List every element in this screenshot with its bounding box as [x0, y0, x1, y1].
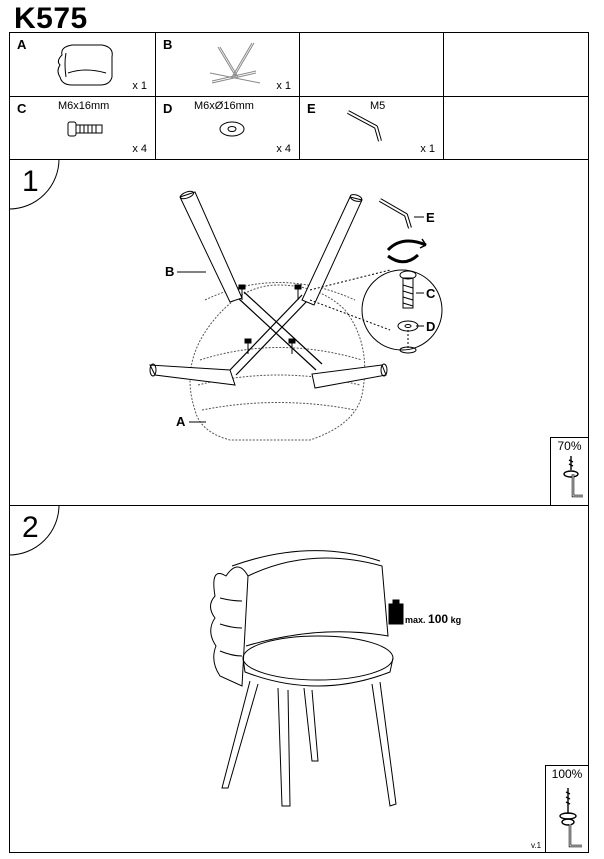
weight-icon — [388, 603, 404, 625]
step-2-panel: 2 max. 100 kg 100% — [8, 504, 589, 853]
part-letter: D — [163, 101, 173, 116]
screw-tighten-icon — [559, 788, 582, 848]
max-value: 100 — [428, 612, 449, 626]
screw-tighten-icon — [563, 456, 583, 498]
seat-outline — [189, 284, 366, 441]
max-prefix: max. — [405, 615, 426, 625]
part-cell-a: A x 1 — [10, 33, 156, 97]
part-cell-b: B x 1 — [156, 33, 300, 97]
part-cell-empty-2 — [444, 33, 588, 97]
assembled-chair-illustration — [210, 550, 404, 807]
part-letter: A — [17, 37, 27, 52]
part-qty: x 1 — [132, 80, 147, 92]
washer-icon — [219, 121, 245, 137]
seat-icon — [57, 44, 113, 86]
step-number: 1 — [22, 165, 39, 198]
bolt-icon — [67, 121, 103, 137]
tighten-indicator-100: 100% — [545, 765, 589, 853]
step-number-arc — [8, 158, 60, 210]
tighten-percent: 70% — [557, 439, 582, 453]
callout-bolt: C — [426, 286, 436, 301]
part-cell-d: D M6xØ16mm x 4 — [156, 97, 300, 160]
callout-seat: A — [176, 414, 186, 429]
max-load-label: max. 100 kg — [405, 612, 461, 626]
assembly-diagram-step-1: B A E C D — [149, 190, 443, 441]
allen-key-icon — [347, 110, 382, 142]
part-letter: E — [307, 101, 316, 116]
step-1-panel: 1 — [8, 158, 589, 506]
part-letter: C — [17, 101, 27, 116]
part-qty: x 1 — [276, 80, 291, 92]
tighten-percent: 100% — [551, 767, 583, 781]
step-number-arc — [8, 504, 60, 556]
part-letter: B — [163, 37, 173, 52]
tighten-indicator-70: 70% — [550, 437, 589, 506]
zoom-circle — [361, 269, 443, 351]
part-qty: x 4 — [276, 143, 291, 155]
leg-frame-icon — [209, 42, 261, 84]
part-qty: x 4 — [132, 143, 147, 155]
part-cell-empty-1 — [300, 33, 444, 97]
part-qty: x 1 — [420, 143, 435, 155]
part-cell-empty-3 — [444, 97, 588, 160]
callout-key: E — [426, 210, 435, 225]
callout-legs: B — [165, 264, 174, 279]
step-number: 2 — [22, 511, 39, 544]
part-spec: M6x16mm — [58, 100, 110, 112]
part-cell-e: E M5 x 1 — [300, 97, 444, 160]
callout-washer: D — [426, 319, 435, 334]
part-spec: M6xØ16mm — [194, 100, 254, 112]
part-spec: M5 — [370, 100, 386, 112]
model-title: K575 — [14, 2, 88, 35]
max-unit: kg — [450, 615, 462, 625]
parts-table: A x 1 B x 1 C M6x16mm — [9, 32, 589, 160]
part-cell-c: C M6x16mm x 4 — [10, 97, 156, 160]
version-label: v.1 — [531, 841, 542, 850]
